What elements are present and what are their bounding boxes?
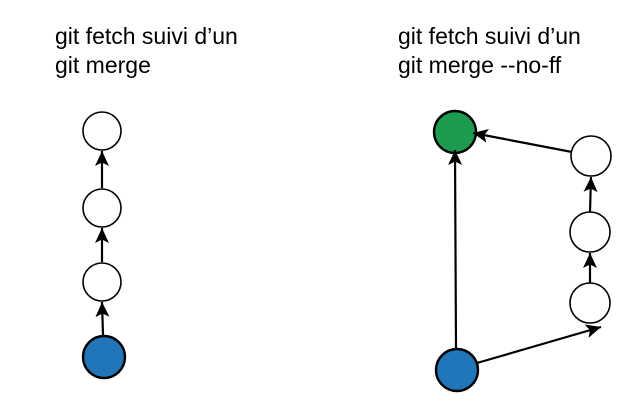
right-commit-node-base (434, 347, 480, 393)
right-commit-node-remote-3 (570, 135, 612, 177)
right-commit-node-remote-1 (569, 282, 611, 324)
right-commit-node-merge (432, 109, 478, 155)
right-edge-base-to-remote-1 (476, 324, 602, 365)
right-edge-remote-2-to-remote-3 (583, 176, 598, 213)
right-edge-remote-3-to-merge (472, 128, 573, 154)
left-title-line2: git merge (55, 52, 151, 78)
left-commit-node-fetched-3 (82, 111, 122, 151)
right-title-line2: git merge --no-ff (398, 52, 562, 78)
left-edge-head-to-fetched-1 (95, 301, 110, 336)
left-commit-node-head (81, 334, 127, 380)
right-edge-base-to-merge (448, 149, 463, 350)
right-diagram-title: git fetch suivi d’un git merge --no-ff (398, 22, 581, 80)
left-title-line1: git fetch suivi d’un (55, 23, 238, 49)
left-commit-node-fetched-1 (82, 262, 122, 302)
left-diagram-title: git fetch suivi d’un git merge (55, 22, 238, 80)
right-title-line1: git fetch suivi d’un (398, 23, 581, 49)
right-commit-node-remote-2 (569, 211, 611, 253)
left-commit-node-fetched-2 (82, 188, 122, 228)
